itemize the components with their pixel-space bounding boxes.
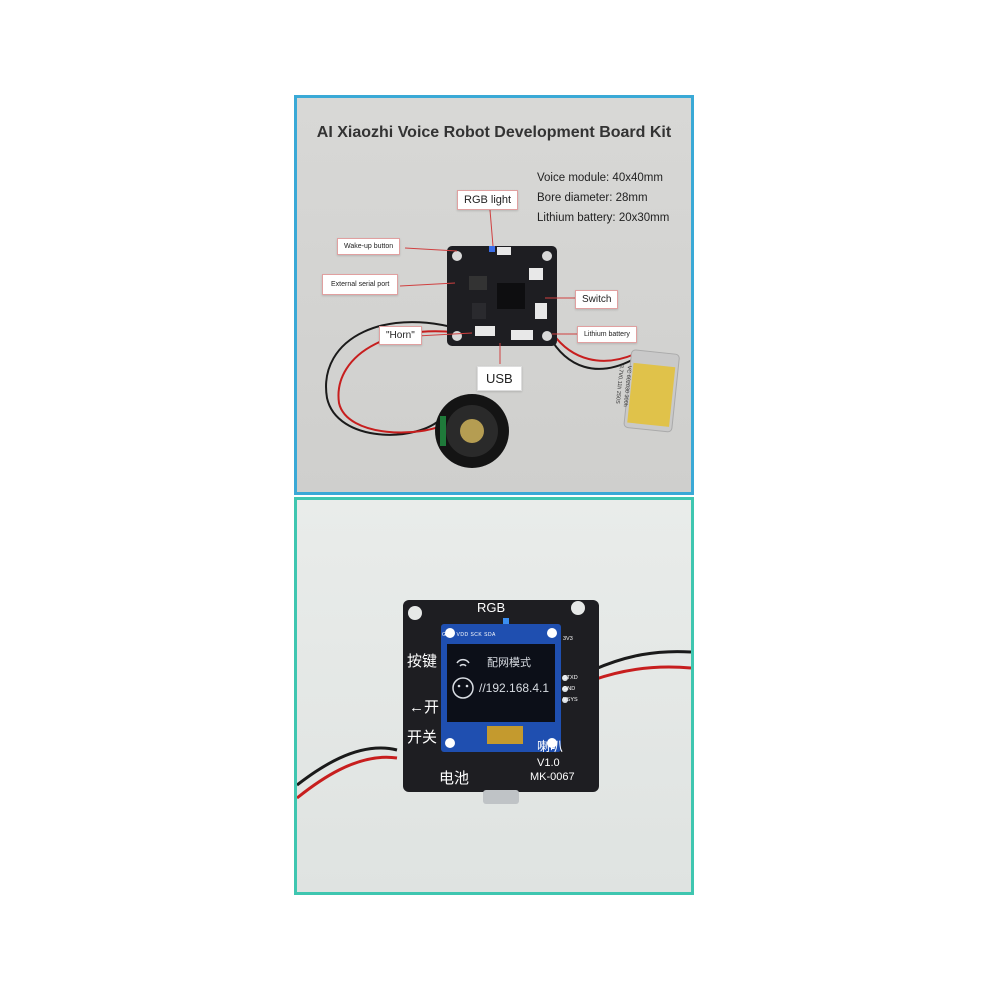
top-illustration [325, 209, 680, 468]
oled-mode-text: 配网模式 [487, 657, 531, 669]
silk-vsys: VSYS [563, 697, 578, 703]
silk-stxd: STXD [563, 675, 578, 681]
silk-switch: 开关 [407, 729, 438, 746]
spec-lithium-battery: Lithium battery: 20x30mm [537, 212, 670, 224]
label-wake-up-button: Wake-up button [337, 238, 401, 255]
product-title: AI Xiaozhi Voice Robot Development Board… [316, 124, 672, 141]
silk-oled-pins: GND VDD SCK SDA [442, 632, 496, 638]
bottom-illustration [297, 600, 691, 804]
lithium-battery [623, 349, 680, 433]
silk-model: MK-0067 [530, 771, 575, 783]
oled-screen [447, 644, 555, 722]
product-image-top: AI Xiaozhi Voice Robot Development Board… [294, 95, 694, 495]
usb-port [483, 790, 519, 804]
silk-key: 按键 [407, 653, 438, 670]
silk-arrow-open: ←开 [409, 699, 440, 716]
label-lithium-battery: Lithium battery [577, 326, 637, 343]
label-rgb-light: RGB light [457, 190, 519, 210]
label-switch: Switch [575, 290, 619, 309]
silk-version: V1.0 [537, 757, 560, 769]
spec-voice-module: Voice module: 40x40mm [537, 172, 663, 184]
label-horn: "Horn" [379, 326, 422, 345]
silk-3v3: 3V3 [563, 636, 573, 642]
label-usb: USB [477, 366, 522, 391]
silk-gnd: GND [563, 686, 576, 692]
oled-ip-text: //192.168.4.1 [479, 681, 550, 695]
label-external-serial-port: External serial port [322, 274, 399, 295]
silk-horn: 喇叭 [537, 739, 564, 754]
silk-rgb: RGB [477, 600, 506, 615]
product-image-bottom: RGB GND VDD SCK SDA 按键 ←开 开关 电池 喇叭 V1.0 … [294, 497, 694, 895]
spec-bore-diameter: Bore diameter: 28mm [537, 192, 648, 204]
silk-battery: 电池 [439, 770, 470, 787]
